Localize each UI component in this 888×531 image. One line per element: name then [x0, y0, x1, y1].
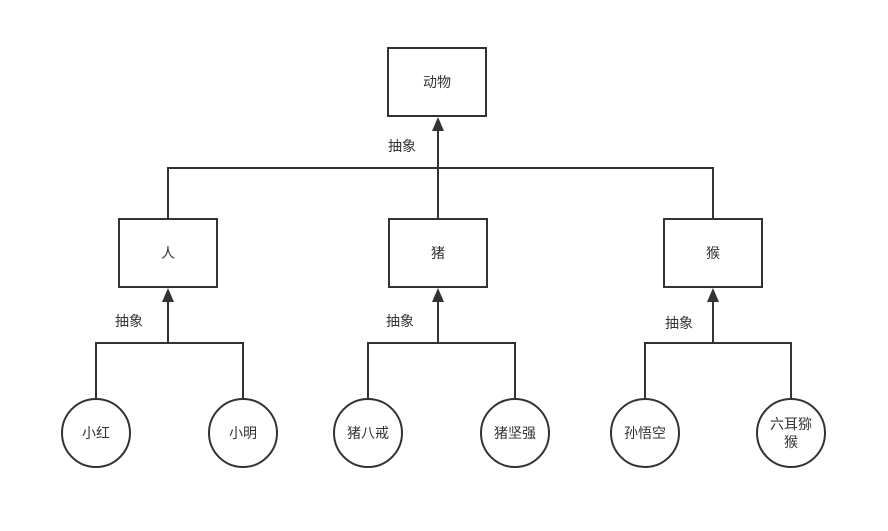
instance-circle-sunwukong[interactable]: 孙悟空	[610, 398, 680, 468]
class-box-pig-label: 猪	[431, 245, 445, 261]
class-box-monkey[interactable]: 猴	[663, 218, 763, 288]
instance-circle-liuermihou[interactable]: 六耳猕猴	[756, 398, 826, 468]
instance-circle-zhujianqiang[interactable]: 猪坚强	[480, 398, 550, 468]
class-box-pig[interactable]: 猪	[388, 218, 488, 288]
edge-middle-group	[367, 288, 516, 400]
instance-circle-xiaohong-label: 小红	[82, 424, 110, 441]
instance-circle-liuermihou-label: 六耳猕猴	[770, 415, 812, 450]
edge-label-abstract-top: 抽象	[388, 138, 416, 154]
edge-label-abstract-right: 抽象	[665, 315, 693, 331]
class-box-animal-label: 动物	[423, 74, 451, 90]
instance-circle-zhujianqiang-label: 猪坚强	[494, 424, 536, 441]
class-box-monkey-label: 猴	[706, 245, 720, 261]
edge-label-abstract-middle: 抽象	[386, 313, 414, 329]
instance-circle-xiaohong[interactable]: 小红	[61, 398, 131, 468]
edge-left-group	[95, 288, 244, 400]
instance-circle-zhubajie[interactable]: 猪八戒	[333, 398, 403, 468]
instance-circle-zhubajie-label: 猪八戒	[347, 424, 389, 441]
class-box-human[interactable]: 人	[118, 218, 218, 288]
edge-right-group	[644, 288, 792, 400]
instance-circle-xiaoming[interactable]: 小明	[208, 398, 278, 468]
instance-circle-xiaoming-label: 小明	[229, 424, 257, 441]
class-box-animal[interactable]: 动物	[387, 47, 487, 117]
class-box-human-label: 人	[161, 245, 175, 261]
edge-top-bus	[167, 167, 714, 218]
instance-circle-sunwukong-label: 孙悟空	[624, 424, 666, 441]
edge-top-arrow	[432, 117, 444, 168]
edge-label-abstract-left: 抽象	[115, 313, 143, 329]
